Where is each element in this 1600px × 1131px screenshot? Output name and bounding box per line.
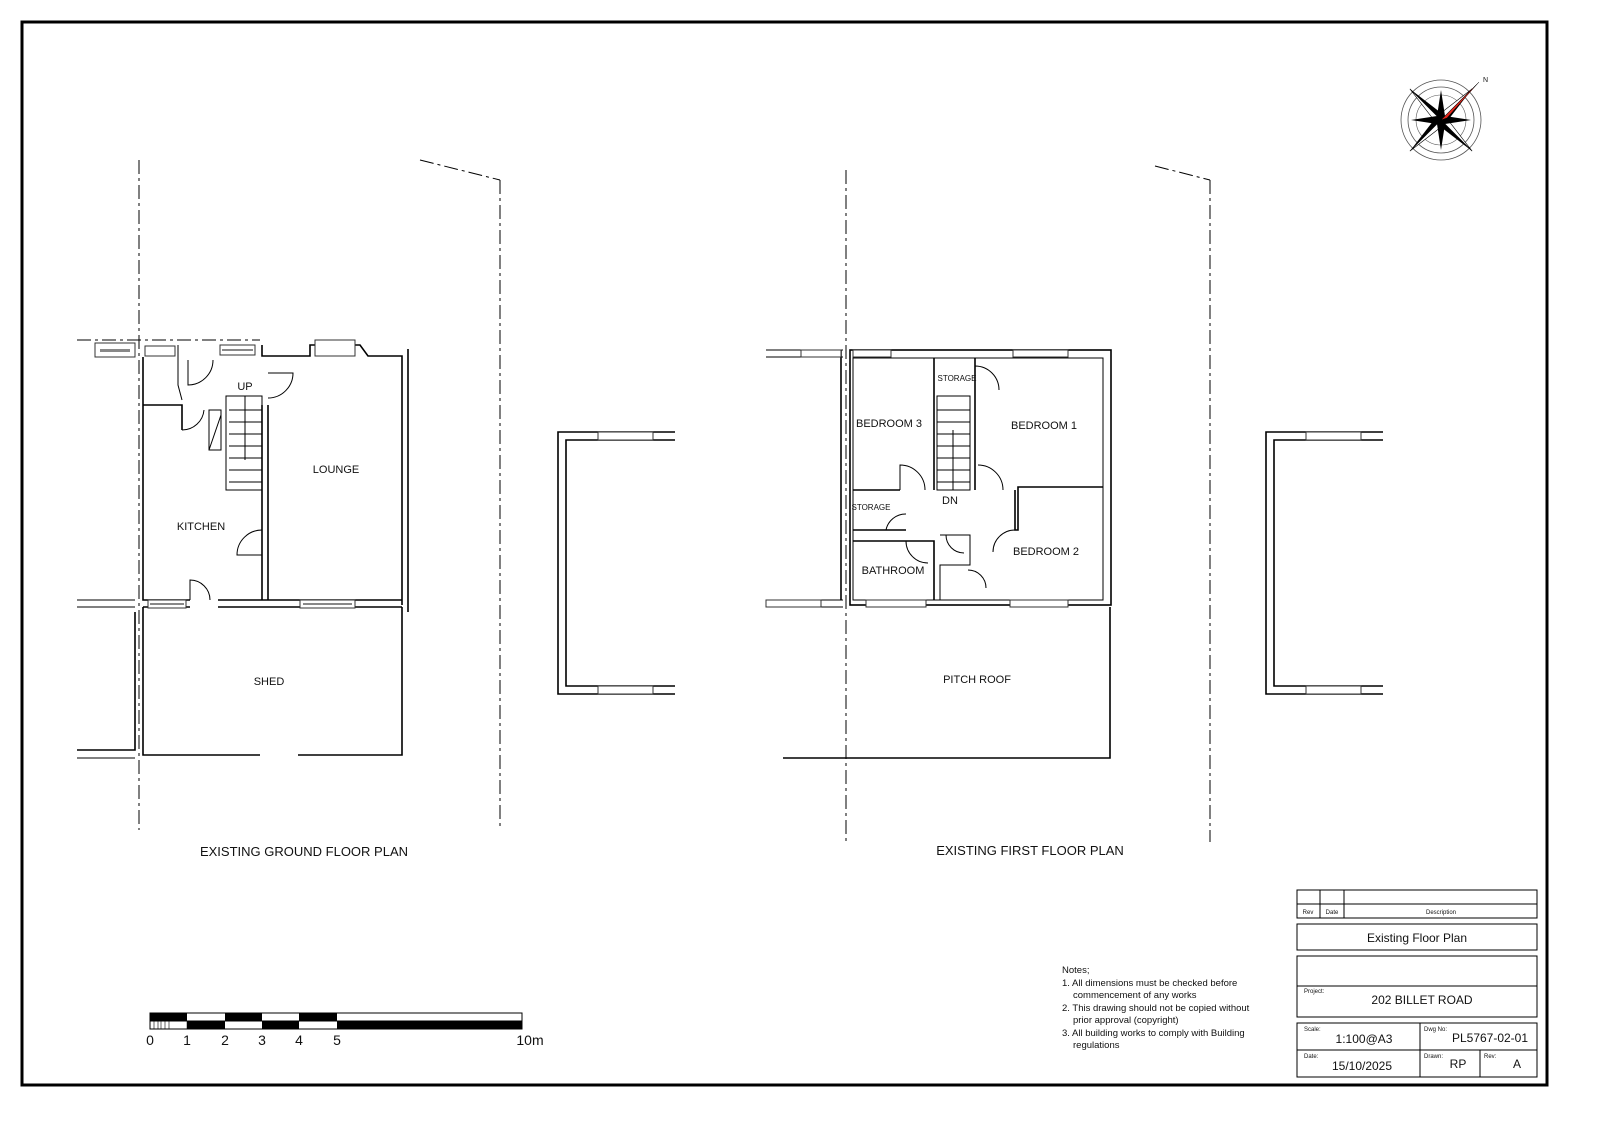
- room-label-pitch-roof: PITCH ROOF: [943, 674, 1011, 686]
- dwg-no-label: Dwg No:: [1424, 1027, 1447, 1033]
- note-line: 1. All dimensions must be checked before: [1062, 978, 1237, 989]
- room-label-kitchen: KITCHEN: [177, 521, 225, 533]
- scale-tick-3: 3: [258, 1032, 266, 1048]
- drawing-title: Existing Floor Plan: [1367, 931, 1467, 945]
- rev-header: Rev: [1303, 910, 1314, 916]
- date-label: Date:: [1304, 1054, 1319, 1060]
- sheet-border: [20, 20, 1549, 1087]
- first-floor-plan: BEDROOM 3 BEDROOM 1 BEDROOM 2 BATHROOM S…: [765, 165, 1383, 858]
- dwg-no-value: PL5767-02-01: [1452, 1031, 1528, 1045]
- room-label-bathroom: BATHROOM: [862, 565, 925, 577]
- note-line: 3. All building works to comply with Bui…: [1062, 1028, 1245, 1039]
- scale-tick-1: 1: [183, 1032, 191, 1048]
- description-header: Description: [1426, 910, 1456, 916]
- stairs-up-label: UP: [237, 381, 252, 393]
- scale-value: 1:100@A3: [1336, 1032, 1393, 1046]
- note-line: 2. This drawing should not be copied wit…: [1062, 1003, 1250, 1014]
- scale-label: Scale:: [1304, 1027, 1321, 1033]
- date-header: Date: [1326, 910, 1339, 916]
- room-label-bedroom-1: BEDROOM 1: [1011, 420, 1077, 432]
- scale-tick-5: 5: [333, 1032, 341, 1048]
- scale-tick-end: 10m: [516, 1032, 543, 1048]
- stairs-down-label: DN: [942, 495, 958, 507]
- note-line: prior approval (copyright): [1073, 1015, 1179, 1026]
- room-label-bedroom-2: BEDROOM 2: [1013, 546, 1079, 558]
- notes-heading: Notes;: [1062, 965, 1089, 976]
- notes: Notes; 1. All dimensions must be checked…: [1062, 965, 1250, 1051]
- drawn-value: RP: [1450, 1057, 1467, 1071]
- ground-floor-caption: EXISTING GROUND FLOOR PLAN: [200, 844, 408, 859]
- room-label-storage-left: STORAGE: [852, 503, 891, 512]
- north-label: N: [1483, 77, 1488, 84]
- room-label-storage-top: STORAGE: [938, 374, 977, 383]
- scale-bar: 0 1 2 3 4 5 10m: [146, 1012, 544, 1048]
- room-label-lounge: LOUNGE: [313, 464, 359, 476]
- drawn-label: Drawn:: [1424, 1054, 1443, 1060]
- first-floor-caption: EXISTING FIRST FLOOR PLAN: [936, 843, 1124, 858]
- title-block: Rev Date Description Existing Floor Plan…: [1296, 889, 1538, 1078]
- room-label-bedroom-3: BEDROOM 3: [856, 418, 922, 430]
- ground-floor-plan: UP KITCHEN LOUNGE SHED EXISTING GROUND F…: [77, 159, 675, 859]
- room-label-shed: SHED: [254, 676, 285, 688]
- note-line: commencement of any works: [1073, 990, 1197, 1001]
- scale-tick-4: 4: [295, 1032, 303, 1048]
- scale-tick-2: 2: [221, 1032, 229, 1048]
- scale-tick-0: 0: [146, 1032, 154, 1048]
- rev-label: Rev:: [1484, 1054, 1497, 1060]
- project-name: 202 BILLET ROAD: [1371, 993, 1472, 1007]
- project-label: Project:: [1304, 989, 1325, 995]
- note-line: regulations: [1073, 1040, 1120, 1051]
- rev-value: A: [1513, 1057, 1521, 1071]
- compass-icon: N: [1400, 77, 1488, 161]
- date-value: 15/10/2025: [1332, 1059, 1392, 1073]
